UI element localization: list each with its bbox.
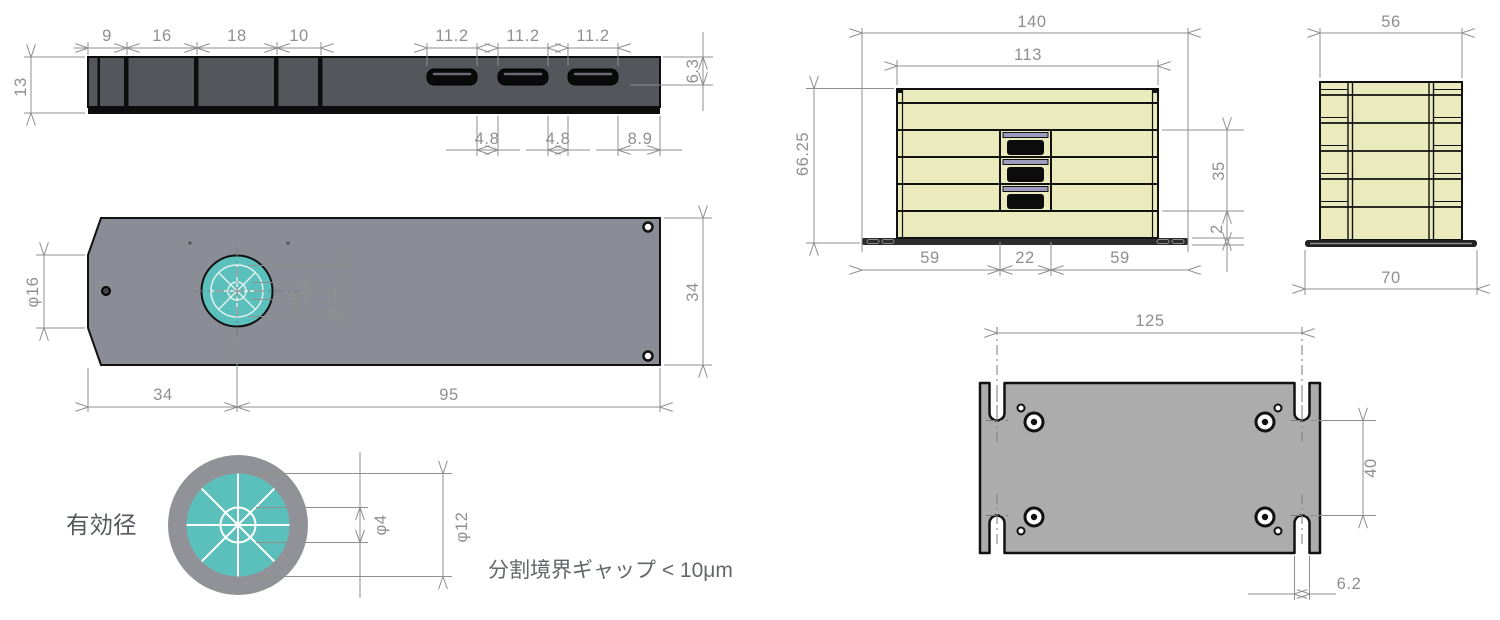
dim-end-gap: 8.9 bbox=[628, 130, 653, 148]
dim-lens-mid: φ12 bbox=[322, 287, 340, 318]
screw-head bbox=[1023, 506, 1045, 528]
dim-slot-vspan: 40 bbox=[1362, 458, 1380, 478]
detail-dimensions: φ4 φ12 bbox=[252, 452, 471, 598]
stacked-connector bbox=[1002, 186, 1049, 209]
dim-gap1: 4.8 bbox=[475, 130, 500, 148]
pin-hole bbox=[1273, 403, 1283, 413]
dim-slot-span: 125 bbox=[1135, 312, 1164, 330]
front-stack-view: 140 113 66.25 35 2 59 22 59 bbox=[794, 13, 1244, 276]
usb-port-icon bbox=[567, 68, 619, 86]
bottom-plate-view: 125 40 6.2 bbox=[978, 312, 1380, 600]
dim-port-drop: 6.3 bbox=[684, 59, 702, 84]
dim-slot-width: 6.2 bbox=[1337, 575, 1362, 593]
usb-port-icon bbox=[497, 68, 549, 86]
base-tab-marks bbox=[866, 239, 1185, 244]
dim-stack-height: 35 bbox=[1210, 161, 1228, 181]
stacked-connector bbox=[1002, 159, 1049, 182]
end-layer-lines bbox=[1320, 94, 1462, 208]
dim-length: 95 bbox=[439, 386, 459, 404]
base-plate bbox=[862, 238, 1188, 245]
dim-seg3: 18 bbox=[227, 27, 247, 45]
dim-port1: 11.2 bbox=[435, 27, 468, 45]
end-body bbox=[1319, 81, 1463, 241]
screw-head bbox=[1023, 411, 1045, 433]
screw-head bbox=[1254, 506, 1276, 528]
pin-mark bbox=[286, 241, 290, 245]
aperture-lens bbox=[194, 247, 300, 337]
pin-hole bbox=[1016, 403, 1026, 413]
device-plate bbox=[87, 217, 661, 366]
lens-center-circle bbox=[219, 506, 257, 544]
dim-right: 59 bbox=[1110, 249, 1130, 267]
end-layer-offset-lines bbox=[1320, 88, 1462, 203]
corner-screw-hole bbox=[642, 221, 654, 233]
dim-left: 59 bbox=[920, 249, 940, 267]
dim-seg4: 10 bbox=[289, 27, 309, 45]
pin-mark bbox=[188, 241, 192, 245]
dim-body-depth: 56 bbox=[1381, 13, 1401, 31]
dim-detail-effective: φ12 bbox=[453, 512, 471, 543]
bar-segment-dividers bbox=[97, 57, 323, 106]
dim-height: 66.25 bbox=[794, 132, 812, 176]
dim-seg1: 9 bbox=[102, 27, 112, 45]
dim-width: 34 bbox=[684, 282, 702, 302]
slot-centerlines bbox=[986, 392, 1313, 544]
mounting-plate bbox=[978, 381, 1322, 555]
end-view-dimensions: 56 70 bbox=[1292, 13, 1490, 295]
bar-bottom-edge bbox=[88, 106, 660, 114]
end-stack-view: 56 70 bbox=[1292, 13, 1490, 295]
dim-seg2: 16 bbox=[152, 27, 172, 45]
dim-base-depth: 70 bbox=[1381, 269, 1401, 287]
dim-detail-inner: φ4 bbox=[372, 514, 390, 535]
lens-segment-lines bbox=[186, 473, 290, 577]
corner-screw-hole bbox=[642, 350, 654, 362]
dim-base-thickness: 2 bbox=[1208, 224, 1226, 234]
dim-lens-inner: φ4 bbox=[286, 291, 304, 312]
stack-layer-lines bbox=[897, 102, 1158, 212]
edge-hole bbox=[101, 286, 111, 296]
device-bar-body bbox=[87, 56, 661, 108]
stack-edge-lines bbox=[901, 89, 1154, 238]
dim-center-offset: 34 bbox=[153, 386, 173, 404]
side-profile-view: 9 16 18 10 11.2 11.2 11.2 13 6.3 bbox=[12, 27, 713, 156]
stacked-connector bbox=[1002, 132, 1049, 155]
effective-diameter-label: 有効径 bbox=[66, 512, 137, 538]
connector-column-lines bbox=[999, 130, 1052, 211]
top-view-dimensions: φ16 φ4 φ12 34 95 34 bbox=[24, 205, 712, 412]
dim-height: 13 bbox=[12, 77, 30, 97]
usb-port-icon bbox=[426, 68, 478, 86]
dim-center: 22 bbox=[1015, 249, 1035, 267]
bottom-view-dimensions: 125 40 6.2 bbox=[984, 312, 1380, 600]
dim-lens-outer: φ16 bbox=[24, 277, 42, 308]
front-view-dimensions: 140 113 66.25 35 2 59 22 59 bbox=[794, 13, 1244, 276]
dim-body-width: 113 bbox=[1014, 46, 1042, 64]
pin-hole bbox=[1273, 526, 1283, 536]
gap-note: 分割境界ギャップ < 10μm bbox=[488, 559, 733, 582]
corner-mark bbox=[1152, 89, 1158, 93]
pin-hole bbox=[1016, 526, 1026, 536]
dim-gap2: 4.8 bbox=[546, 130, 571, 148]
dim-port2: 11.2 bbox=[506, 27, 539, 45]
end-column-lines bbox=[1347, 82, 1435, 240]
corner-mark bbox=[897, 89, 903, 93]
top-plan-view: φ16 φ4 φ12 34 95 34 bbox=[24, 205, 712, 412]
aperture-detail-view: 有効径 φ4 φ12 分割境界ギャップ < 10μm bbox=[66, 452, 733, 598]
dim-base-width: 140 bbox=[1017, 13, 1046, 31]
dim-port3: 11.2 bbox=[576, 27, 609, 45]
side-view-dimensions: 9 16 18 10 11.2 11.2 11.2 13 6.3 bbox=[12, 27, 713, 156]
screw-head bbox=[1254, 411, 1276, 433]
